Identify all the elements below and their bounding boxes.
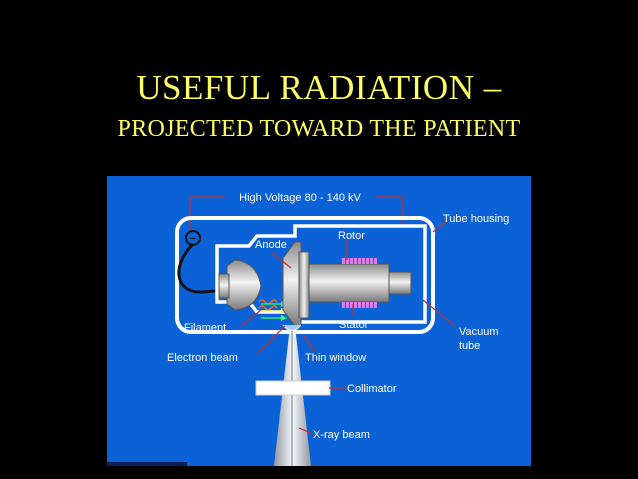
vacuum-tube-leader	[422, 299, 456, 327]
minus-symbol: −	[190, 233, 196, 245]
xray-beam-leader	[298, 427, 314, 435]
anode-leader	[270, 251, 292, 269]
collimator	[255, 380, 331, 396]
rotor-coil-top	[341, 258, 377, 264]
stator-label: Stator	[339, 319, 369, 331]
slide-title-line1: USEFUL RADIATION –	[136, 68, 502, 107]
slide-title-line2: PROJECTED TOWARD THE PATIENT	[117, 116, 521, 142]
electron-beam-label: Electron beam	[167, 352, 238, 364]
collimator-label: Collimator	[347, 383, 397, 395]
leader-lines	[240, 240, 456, 435]
rotor-label: Rotor	[338, 230, 365, 242]
xray-tube-diagram: High Voltage 80 - 140 kV Tube housing − …	[107, 176, 531, 466]
thin-window-leader	[302, 333, 316, 353]
minus-terminal: −	[185, 230, 201, 246]
thin-window-label: Thin window	[305, 352, 366, 364]
tube-housing-label: Tube housing	[443, 213, 509, 225]
cathode-cable	[177, 242, 226, 294]
anode-hub	[298, 251, 310, 319]
rotor-shaft	[388, 271, 412, 295]
xray-beam-label: X-ray beam	[313, 429, 370, 441]
tube-housing-leader	[432, 221, 446, 233]
xray-beam	[274, 326, 311, 466]
vacuum-tube-label-line1: Vacuum	[459, 326, 499, 338]
cathode-stem	[218, 273, 230, 299]
high-voltage-wires	[189, 196, 404, 236]
tube-housing	[175, 216, 435, 334]
vacuum-tube-label-line2: tube	[459, 340, 480, 352]
anode-label: Anode	[255, 239, 287, 251]
bottom-left-strip	[107, 462, 187, 466]
electron-beam-leader	[256, 325, 286, 355]
cathode-cup	[226, 259, 262, 311]
rotor-coil-bottom	[341, 302, 377, 308]
anode-disk	[282, 241, 302, 327]
high-voltage-label: High Voltage 80 - 140 kV	[239, 192, 361, 204]
filament-label: Filament	[184, 322, 226, 334]
rotor-body	[308, 263, 390, 303]
filament-leader	[240, 309, 262, 327]
